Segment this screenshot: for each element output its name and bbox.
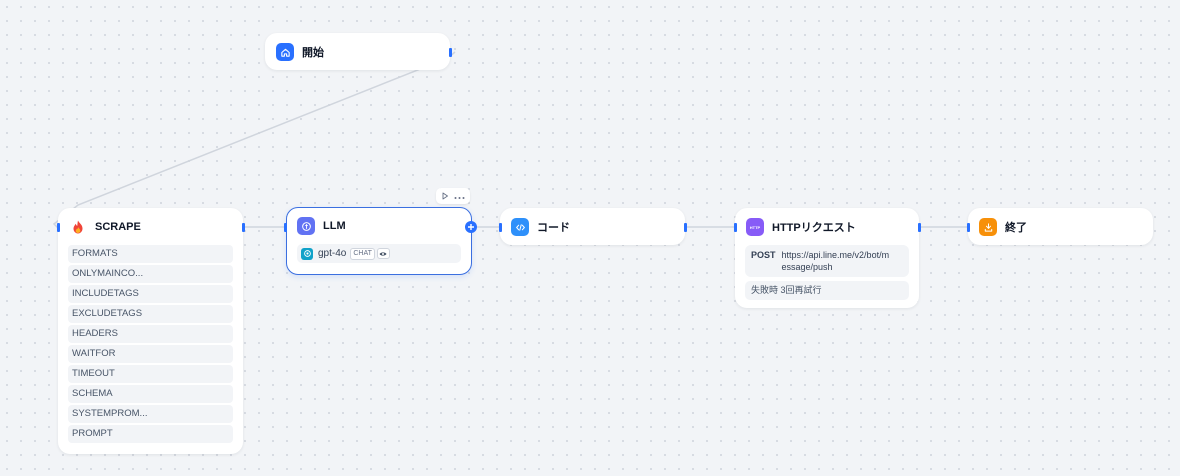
node-toolbar bbox=[436, 188, 470, 204]
llm-input-handle[interactable] bbox=[284, 223, 287, 232]
home-icon bbox=[276, 43, 294, 61]
eye-icon bbox=[376, 248, 390, 259]
list-item: WAITFOR bbox=[68, 345, 233, 363]
http-icon-label: HTTP bbox=[749, 224, 761, 230]
fire-icon bbox=[69, 218, 87, 236]
end-input-handle[interactable] bbox=[967, 223, 970, 232]
list-item: HEADERS bbox=[68, 325, 233, 343]
add-node-button[interactable] bbox=[465, 221, 477, 233]
list-item: PROMPT bbox=[68, 425, 233, 443]
end-node-title: 終了 bbox=[1005, 222, 1027, 234]
list-item: SCHEMA bbox=[68, 385, 233, 403]
retry-info: 失敗時 3回再試行 bbox=[745, 281, 909, 300]
llm-node-title: LLM bbox=[323, 220, 346, 232]
model-name: gpt-4o bbox=[318, 248, 347, 259]
scrape-output-handle[interactable] bbox=[242, 223, 245, 232]
code-input-handle[interactable] bbox=[499, 223, 502, 232]
code-icon bbox=[511, 218, 529, 236]
list-item: SYSTEMPROM... bbox=[68, 405, 233, 423]
end-node[interactable]: 終了 bbox=[967, 208, 1153, 245]
scrape-field-list: FORMATS ONLYMAINCO... INCLUDETAGS EXCLUD… bbox=[59, 245, 242, 443]
openai-icon bbox=[301, 247, 313, 260]
start-node-title: 開始 bbox=[302, 47, 324, 59]
more-icon[interactable] bbox=[454, 187, 465, 205]
list-item: ONLYMAINCO... bbox=[68, 265, 233, 283]
scrape-input-handle[interactable] bbox=[57, 223, 60, 232]
http-request-summary: POST https://api.line.me/v2/bot/message/… bbox=[745, 245, 909, 277]
play-icon[interactable] bbox=[441, 187, 449, 205]
edge-start-scrape bbox=[52, 51, 456, 229]
model-selector[interactable]: gpt-4o CHAT bbox=[297, 244, 461, 263]
http-url: https://api.line.me/v2/bot/message/push bbox=[781, 250, 890, 272]
start-output-handle[interactable] bbox=[449, 48, 452, 57]
brain-icon bbox=[297, 217, 315, 235]
http-icon: HTTP bbox=[746, 218, 764, 236]
http-node[interactable]: HTTP HTTPリクエスト POST https://api.line.me/… bbox=[734, 208, 921, 308]
code-output-handle[interactable] bbox=[684, 223, 687, 232]
start-node[interactable]: 開始 bbox=[265, 33, 452, 70]
http-input-handle[interactable] bbox=[734, 223, 737, 232]
list-item: TIMEOUT bbox=[68, 365, 233, 383]
list-item: INCLUDETAGS bbox=[68, 285, 233, 303]
scrape-node[interactable]: SCRAPE FORMATS ONLYMAINCO... INCLUDETAGS… bbox=[57, 208, 245, 454]
list-item: FORMATS bbox=[68, 245, 233, 263]
http-method: POST bbox=[751, 250, 776, 260]
scrape-node-title: SCRAPE bbox=[95, 221, 141, 233]
code-node-title: コード bbox=[537, 222, 570, 234]
http-node-title: HTTPリクエスト bbox=[772, 222, 856, 234]
list-item: EXCLUDETAGS bbox=[68, 305, 233, 323]
llm-node[interactable]: LLM gpt-4o CHAT bbox=[284, 207, 472, 275]
exit-icon bbox=[979, 218, 997, 236]
code-node[interactable]: コード bbox=[499, 208, 687, 245]
mode-tag: CHAT bbox=[350, 247, 375, 260]
http-output-handle[interactable] bbox=[918, 223, 921, 232]
